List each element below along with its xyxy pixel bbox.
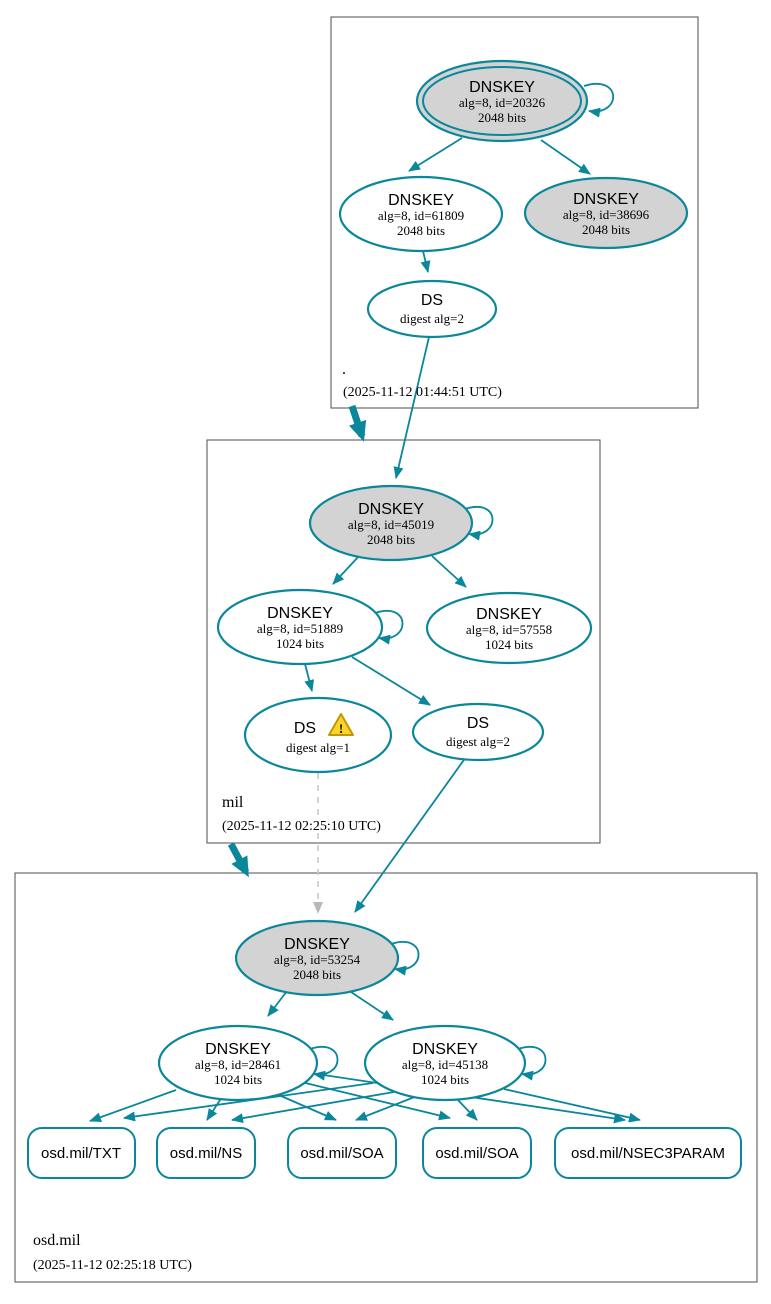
node-title: DS (467, 715, 489, 732)
zone-timestamp-mil: (2025-11-12 02:25:10 UTC) (222, 819, 381, 834)
zone-label-osd-mil: osd.mil (33, 1232, 81, 1249)
edge-osd-ksk-selfloop (390, 941, 420, 976)
node-dnskey-45019[interactable]: DNSKEY alg=8, id=45019 2048 bits (308, 484, 474, 562)
zone-box-osd-mil (14, 872, 758, 1283)
node-detail: alg=8, id=45019 (348, 517, 434, 532)
edge-root-ds-to-mil-ksk (393, 336, 430, 479)
edge-osd-ksk-to-zsk2 (350, 991, 394, 1021)
edge-zsk2-to-ns (231, 1091, 395, 1124)
rrset-label: osd.mil/SOA (300, 1145, 383, 1162)
rrset-label: osd.mil/TXT (41, 1145, 121, 1162)
edge-mil-ds2-to-osd-ksk (354, 756, 467, 913)
rrset-label: osd.mil/SOA (435, 1145, 518, 1162)
zone-box-root (330, 16, 699, 409)
edge-mil-ksk-to-zsk2 (431, 555, 467, 588)
node-title: DNSKEY (412, 1041, 478, 1058)
edge-mil-ksk-to-zsk1 (332, 555, 360, 585)
node-title: DNSKEY (476, 606, 542, 623)
rrset-node-soa-2[interactable]: osd.mil/SOA (422, 1127, 532, 1179)
zone-label-root: . (342, 361, 346, 378)
zone-label-mil: mil (222, 794, 244, 811)
node-title: DNSKEY (469, 79, 535, 96)
node-dnskey-57558[interactable]: DNSKEY alg=8, id=57558 1024 bits (425, 591, 593, 665)
rrset-label: osd.mil/NSEC3PARAM (571, 1145, 725, 1162)
node-detail: alg=8, id=38696 (563, 207, 650, 222)
node-title: DNSKEY (388, 192, 454, 209)
node-detail: 1024 bits (276, 636, 324, 651)
node-dnskey-51889[interactable]: DNSKEY alg=8, id=51889 1024 bits (216, 588, 384, 666)
node-detail: 2048 bits (367, 532, 415, 547)
edge-zsk2-to-soa1 (355, 1095, 418, 1121)
edge-zsk2-to-nsec3param (503, 1088, 641, 1123)
edge-delegation-root-to-mil (348, 404, 367, 442)
edge-root-zsk-to-ds (420, 250, 431, 273)
edge-zsk2-to-soa2 (456, 1098, 478, 1121)
rrset-node-soa-1[interactable]: osd.mil/SOA (287, 1127, 397, 1179)
rrset-label: osd.mil/NS (170, 1145, 243, 1162)
node-title: DS (421, 292, 443, 309)
edge-mil-zsk1-to-ds1 (304, 663, 315, 692)
node-ds-mil-alg1[interactable]: DS ! digest alg=1 (243, 696, 393, 774)
node-title: DNSKEY (267, 605, 333, 622)
node-title: DNSKEY (284, 936, 350, 953)
node-detail: digest alg=2 (446, 734, 510, 749)
node-title: DNSKEY (205, 1041, 271, 1058)
edge-zsk1-to-ns (206, 1096, 223, 1121)
edge-root-ksk-selfloop (583, 83, 614, 118)
zone-timestamp-osd-mil: (2025-11-12 02:25:18 UTC) (33, 1258, 192, 1273)
edge-mil-zsk1-to-ds2 (351, 656, 431, 706)
node-ds-mil-alg2[interactable]: DS digest alg=2 (411, 702, 545, 762)
node-detail: 2048 bits (293, 967, 341, 982)
node-detail: alg=8, id=53254 (274, 952, 361, 967)
warning-icon[interactable]: ! (328, 713, 354, 736)
edge-zsk1-to-txt (89, 1089, 177, 1122)
edge-root-ksk-to-zsk (408, 137, 463, 172)
edge-zsk1-to-soa1 (271, 1091, 337, 1121)
edge-root-ksk-to-key2 (540, 139, 591, 175)
node-dnskey-20326[interactable]: DNSKEY alg=8, id=20326 2048 bits (415, 59, 589, 143)
node-detail: alg=8, id=61809 (378, 208, 464, 223)
node-dnskey-53254[interactable]: DNSKEY alg=8, id=53254 2048 bits (234, 919, 400, 997)
node-dnskey-38696[interactable]: DNSKEY alg=8, id=38696 2048 bits (523, 176, 689, 250)
node-detail: alg=8, id=45138 (402, 1057, 488, 1072)
edge-mil-zsk1-selfloop (374, 610, 404, 645)
rrset-node-txt[interactable]: osd.mil/TXT (27, 1127, 136, 1179)
edge-osd-zsk1-selfloop (309, 1046, 339, 1081)
node-detail: 1024 bits (421, 1072, 469, 1087)
node-detail: digest alg=1 (286, 740, 350, 755)
node-detail: 1024 bits (214, 1072, 262, 1087)
node-detail: digest alg=2 (400, 311, 464, 326)
node-title: DNSKEY (358, 501, 424, 518)
node-detail: 2048 bits (582, 222, 630, 237)
node-title: DNSKEY (573, 191, 639, 208)
rrset-node-nsec3param[interactable]: osd.mil/NSEC3PARAM (554, 1127, 742, 1179)
node-title: DS (294, 720, 316, 737)
svg-text:!: ! (339, 721, 343, 736)
node-ds-root[interactable]: DS digest alg=2 (366, 279, 498, 339)
node-detail: alg=8, id=51889 (257, 621, 343, 636)
edge-mil-ksk-selfloop (464, 506, 494, 541)
edge-delegation-mil-to-osd (227, 842, 250, 878)
node-detail: 2048 bits (478, 110, 526, 125)
node-detail: alg=8, id=57558 (466, 622, 552, 637)
rrset-node-ns[interactable]: osd.mil/NS (156, 1127, 256, 1179)
node-dnskey-61809[interactable]: DNSKEY alg=8, id=61809 2048 bits (338, 175, 504, 253)
node-dnskey-45138[interactable]: DNSKEY alg=8, id=45138 1024 bits (363, 1024, 527, 1102)
node-dnskey-28461[interactable]: DNSKEY alg=8, id=28461 1024 bits (157, 1024, 319, 1102)
edge-osd-zsk2-selfloop (517, 1046, 547, 1081)
edge-osd-ksk-to-zsk1 (267, 990, 288, 1017)
node-detail: alg=8, id=28461 (195, 1057, 281, 1072)
edge-zsk1-to-soa2 (296, 1080, 451, 1121)
node-detail: alg=8, id=20326 (459, 95, 546, 110)
node-detail: 2048 bits (397, 223, 445, 238)
node-detail: 1024 bits (485, 637, 533, 652)
zone-timestamp-root: (2025-11-12 01:44:51 UTC) (343, 385, 502, 400)
